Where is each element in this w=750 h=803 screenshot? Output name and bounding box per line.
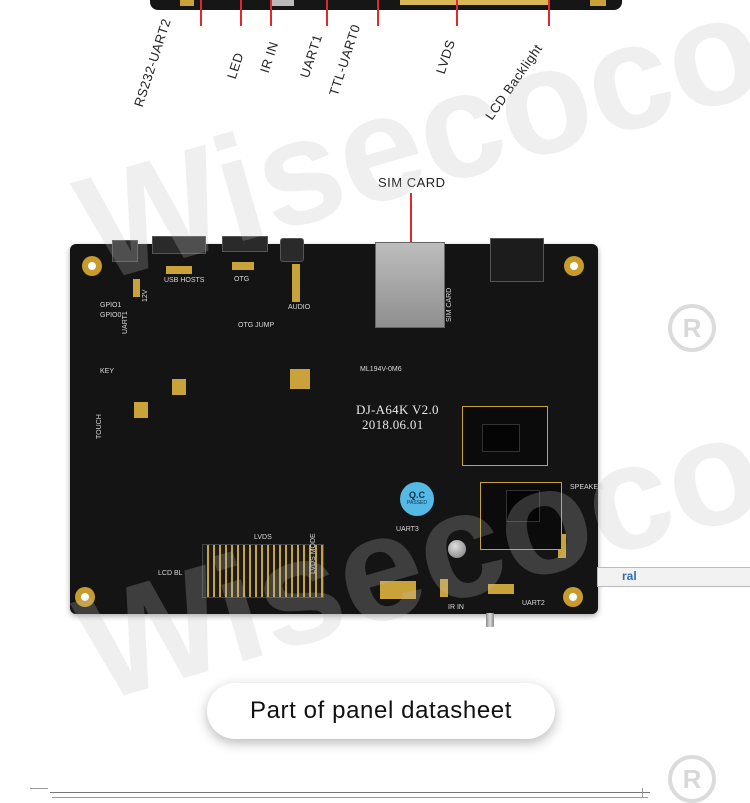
uart3-header [380,581,416,599]
leader-ir-in [270,0,272,26]
silk-ir-in: IR IN [448,604,464,611]
reset-button [290,369,310,389]
label-ir-in: IR IN [257,39,282,75]
silk-audio: AUDIO [288,304,311,311]
usb-hosts-header [166,266,192,274]
qc-sticker-status: PASSED [407,500,427,506]
main-chip [482,424,520,452]
section-title: Part of panel datasheet [250,697,512,724]
audio-header [292,264,300,302]
silk-lvds: LVDS [254,534,272,541]
speaker-header [558,534,566,558]
silk-uart1: UART1 [122,311,129,334]
screw [486,613,494,627]
datasheet-frame [50,792,650,793]
datasheet-dim-line [52,797,648,798]
otg-header [232,262,254,270]
rj45-connector [490,238,544,282]
silk-otg: OTG [234,276,250,283]
board-date: 2018.06.01 [362,417,424,432]
uart1-header [133,279,140,297]
label-uart1: UART1 [297,32,326,80]
silk-touch: TOUCH [96,414,103,439]
silk-speaker: SPEAKER [570,484,604,491]
silk-otg-jump: OTG JUMP [238,322,275,329]
silk-key: KEY [100,368,115,375]
section-title-pill: Part of panel datasheet [207,683,555,739]
label-rs232-uart2: RS232-UART2 [131,16,174,109]
fpc-ribbon-text: ral [622,569,637,583]
ir-header [440,579,448,597]
leader-led [240,0,242,26]
datasheet-tick-left [30,788,48,789]
silk-uart3: UART3 [396,526,419,533]
leader-rs232-uart2 [200,0,202,26]
mount-hole-top-right [564,256,584,276]
fpc-ribbon: ral [597,567,750,587]
lvds-connector [202,544,324,598]
leader-sim-card [410,193,412,273]
registered-mark-icon: R [668,304,716,352]
pcb-board: Q.C PASSED DJ-A64K V2.0 2018.06.01 USB H… [70,236,603,614]
silk-ml194v: ML194V-0M6 [360,366,402,373]
sim-card-slot [375,242,445,328]
mount-hole-bottom-left [75,587,95,607]
uart2-header [488,584,514,594]
silk-lcd-bl: LCD BL [158,570,183,577]
barrel-connector [112,240,138,262]
silk-sim-card: SIM CARD [446,287,453,322]
leader-lcd-backlight [548,0,550,26]
label-sim-card: SIM CARD [378,175,446,190]
datasheet-drawing [30,782,650,800]
qc-sticker: Q.C PASSED [400,482,434,516]
silk-gpio1: GPIO1 [100,302,122,309]
silk-usb-hosts: USB HOSTS [164,277,205,284]
memory-chip [506,490,540,522]
key-button [172,379,186,395]
audio-jack [280,238,304,262]
leader-ttl-uart0 [377,0,379,26]
qc-sticker-label: Q.C [408,490,425,500]
leader-uart1 [326,0,328,26]
board-model: DJ-A64K V2.0 [356,402,439,417]
label-led: LED [224,50,247,81]
mount-hole-top-left [82,256,102,276]
silk-gpio0: GPIO0 [100,312,122,319]
capacitor [448,540,466,558]
top-board-strip [150,0,622,10]
mount-hole-bottom-right [563,587,583,607]
otg-connector [222,236,268,252]
silk-uart2: UART2 [522,600,545,607]
datasheet-tick-right [642,788,651,798]
leader-lvds [456,0,458,26]
usb-host-connector [152,236,206,254]
registered-mark-icon: R [668,755,716,803]
touch-button [134,402,148,418]
